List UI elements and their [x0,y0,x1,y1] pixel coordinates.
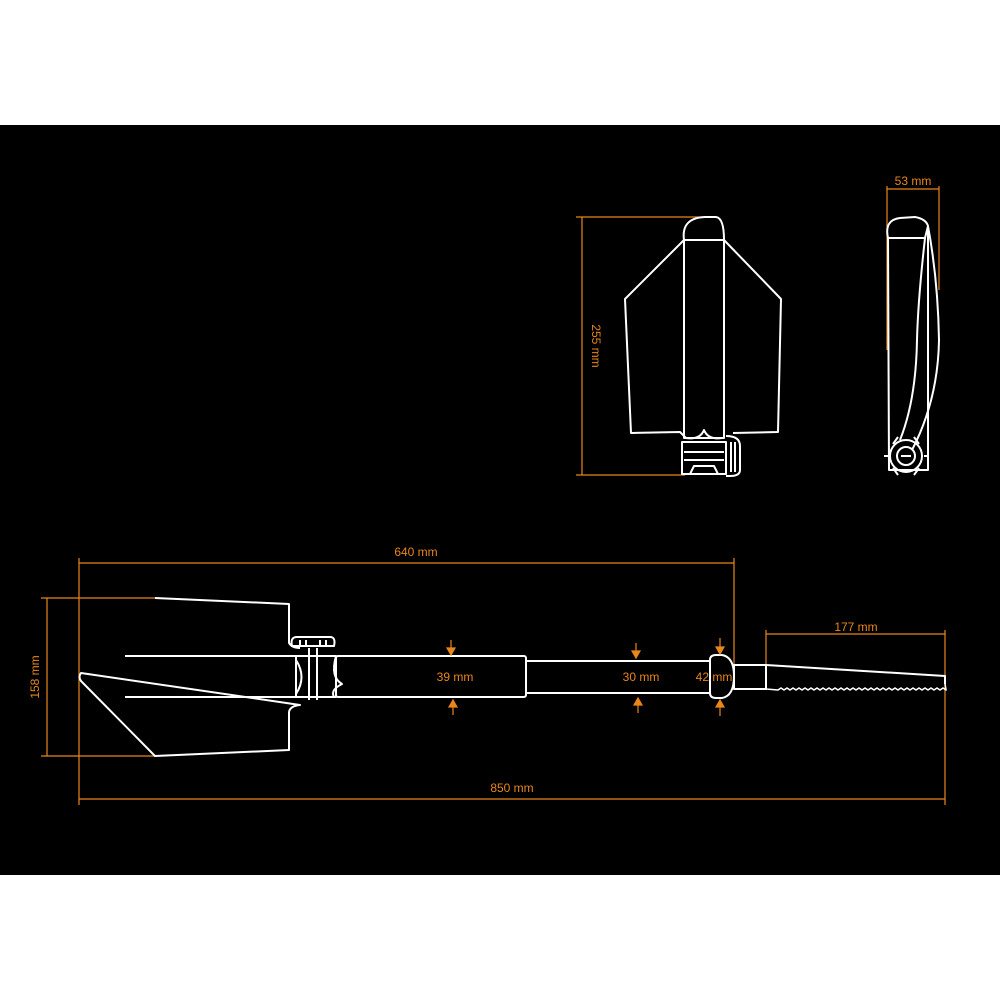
folded-front-view [576,216,782,477]
label-shaft1-diameter: 39 mm [437,670,474,684]
side-body [887,225,940,471]
side-lock-knob [889,439,923,473]
label-total-length: 850 mm [490,781,533,795]
label-folded-width: 53 mm [895,174,932,188]
folded-blade-outline [624,239,782,439]
label-blade-width: 158 mm [28,655,42,698]
label-handle-length: 640 mm [394,545,437,559]
saw-blade [765,664,946,684]
label-folded-height: 255 mm [589,324,603,367]
dimension-width-53 [886,186,940,350]
folded-cap [682,216,725,241]
shaft-section-2 [525,660,711,694]
blade-outline [78,597,301,757]
label-grip-diameter: 42 mm [696,670,733,684]
side-cap [886,216,929,239]
dimension-height-255 [576,216,705,476]
label-saw-length: 177 mm [834,620,877,634]
folded-lock-knob [725,435,741,477]
label-shaft2-diameter: 30 mm [623,670,660,684]
folded-shaft [683,239,725,439]
folded-side-view [884,186,940,476]
diagram-canvas [0,125,1000,875]
folded-collar [681,441,727,475]
blade-lock-nut [290,636,336,647]
diameter-arrows [445,638,726,716]
shaft-section-1 [335,655,527,698]
extended-dimensions [41,558,946,805]
extended-shovel [78,597,947,757]
